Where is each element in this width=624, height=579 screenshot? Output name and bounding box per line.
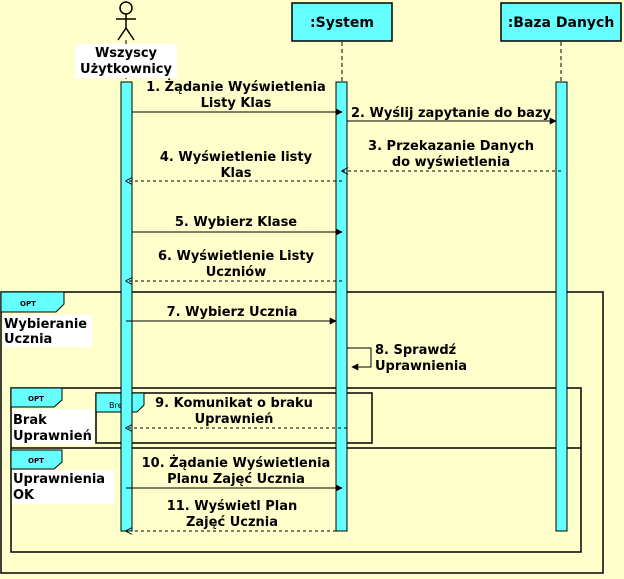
message-9-line1: 9. Komunikat o braku (155, 396, 313, 411)
participant-db (500, 2, 622, 42)
inner-guard1-line1: Brak (13, 413, 47, 428)
fragment-opt-inner (10, 387, 582, 553)
fragment-opt-inner-tag-2 (10, 449, 63, 470)
message-10-line1: 10. Żądanie Wyświetlenia (142, 455, 331, 471)
actor-label-line1: Wszyscy (95, 46, 158, 61)
fragment-opt-outer-tag (0, 291, 65, 313)
actor-label-bg (75, 44, 177, 78)
message-11-line1: 11. Wyświetl Plan (167, 499, 298, 514)
message-7-label: 7. Wybierz Ucznia (167, 305, 298, 320)
message-2-label: 2. Wyślij zapytanie do bazy (351, 106, 552, 121)
message-8-line1: 8. Sprawdź (375, 343, 456, 358)
message-1-line1: 1. Żądanie Wyświetlenia (146, 79, 326, 95)
message-3-line1: 3. Przekazanie Danych (368, 139, 534, 154)
message-3-line2: do wyświetlenia (392, 155, 510, 170)
participant-system-label: :System (310, 15, 374, 31)
message-5-label: 5. Wybierz Klase (175, 215, 297, 230)
participant-system (291, 2, 393, 42)
fragment-break (95, 392, 373, 444)
outer-guard-line1: Wybieranie (4, 317, 87, 332)
message-8-line2: Uprawnienia (375, 359, 467, 374)
message-10-line2: Planu Zajęć Ucznia (167, 472, 305, 487)
actor-activation (120, 81, 133, 532)
inner-guard2-line1: Uprawnienia (13, 472, 105, 487)
inner-guard1-bg (12, 409, 94, 445)
actor-label-line2: Użytkownicy (80, 62, 172, 77)
message-4-line1: 4. Wyświetlenie listy (160, 150, 313, 165)
message-6-line1: 6. Wyświetlenie Listy (158, 249, 315, 264)
message-1-line2: Listy Klas (201, 96, 272, 111)
fragment-opt-inner-label-1: OPT (28, 395, 44, 403)
message-11-line2: Zajęć Ucznia (186, 515, 278, 530)
message-6-line2: Uczniów (206, 265, 266, 280)
system-activation (335, 81, 348, 532)
outer-guard-line2: Ucznia (4, 332, 52, 347)
message-4-line2: Klas (220, 166, 251, 181)
fragment-opt-inner-tag-1 (10, 387, 63, 408)
message-8-arrow (347, 347, 372, 371)
fragment-opt-inner-label-2: OPT (28, 457, 44, 465)
inner-guard1-line2: Uprawnień (13, 429, 92, 444)
inner-guard2-bg (12, 470, 114, 504)
inner-guard2-line2: OK (13, 488, 35, 503)
db-activation (555, 81, 568, 532)
message-9-line2: Uprawnień (195, 412, 274, 427)
fragment-opt-outer-label: OPT (20, 300, 36, 308)
actor-icon (116, 1, 136, 41)
fragment-opt-outer (0, 291, 604, 574)
outer-guard-bg (3, 315, 92, 347)
participant-db-label: :Baza Danych (508, 15, 615, 31)
